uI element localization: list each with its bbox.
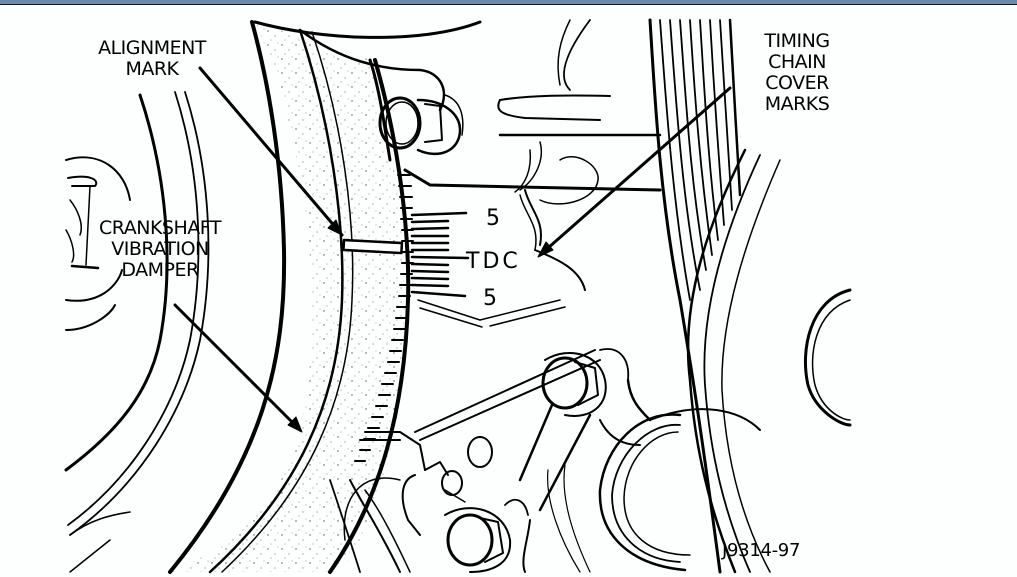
callout-line: VIBRATION bbox=[111, 238, 209, 260]
callout-alignment-mark: ALIGNMENT MARK bbox=[82, 38, 222, 80]
callout-timing-chain-cover-marks: TIMING CHAIN COVER MARKS bbox=[752, 31, 842, 115]
callout-leaders bbox=[173, 66, 732, 433]
callout-line: MARK bbox=[125, 58, 179, 80]
callout-line: CRANKSHAFT bbox=[99, 217, 221, 239]
callout-line: CHAIN bbox=[768, 51, 826, 73]
accessory-belt bbox=[648, 18, 852, 574]
upper-bolt bbox=[378, 94, 464, 156]
damper-hub-arcs bbox=[64, 91, 210, 573]
engine-line-art bbox=[64, 18, 852, 574]
alignment-mark-notch bbox=[342, 238, 404, 255]
figure-id: J9314-97 bbox=[722, 540, 801, 561]
callout-line: TIMING bbox=[764, 30, 830, 52]
timing-scale-lines bbox=[410, 211, 566, 328]
lower-bracket bbox=[329, 348, 761, 573]
callout-line: COVER bbox=[765, 72, 829, 94]
diagram-canvas: ALIGNMENT MARK TIMING CHAIN COVER MARKS … bbox=[0, 5, 1017, 577]
timing-scale-lower-5: 5 bbox=[483, 286, 497, 311]
callout-line: MARKS bbox=[764, 93, 830, 115]
window-top-bar bbox=[0, 0, 1017, 5]
timing-scale-tdc: TDC bbox=[466, 249, 521, 274]
callout-crankshaft-vibration-damper: CRANKSHAFT VIBRATION DAMPER bbox=[80, 218, 240, 281]
callout-line: ALIGNMENT bbox=[98, 37, 206, 59]
timing-scale-upper-5: 5 bbox=[486, 206, 500, 231]
callout-line: DAMPER bbox=[121, 259, 199, 281]
lower-pulley-rings bbox=[598, 413, 691, 572]
cover-bracket bbox=[403, 94, 662, 291]
